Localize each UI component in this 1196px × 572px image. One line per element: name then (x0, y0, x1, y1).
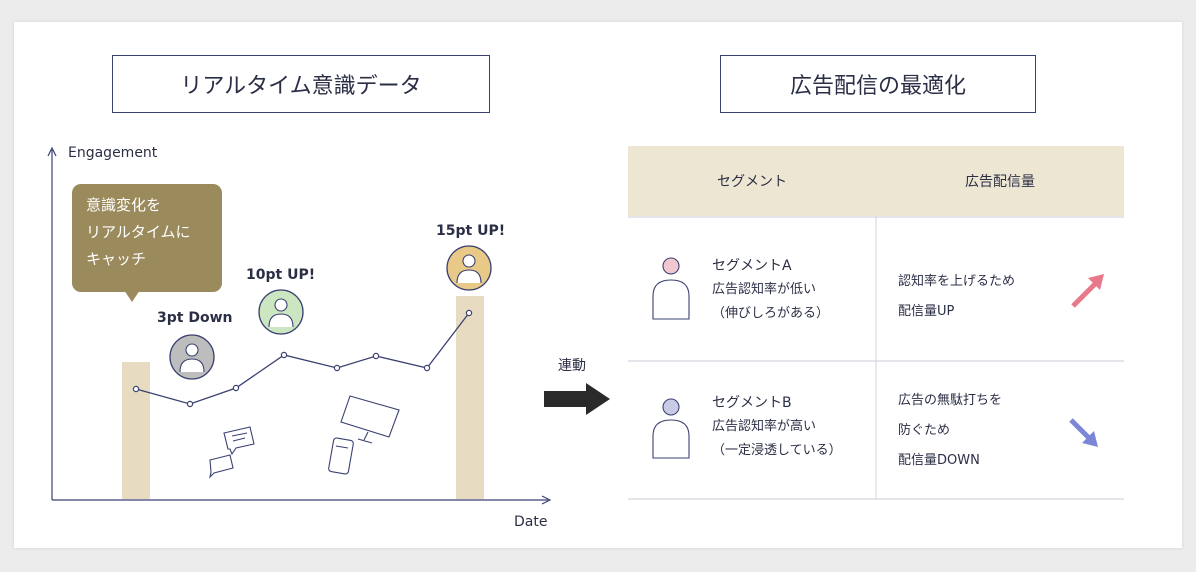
highlight-bar-left (122, 362, 150, 499)
chat-bubble-icon (223, 426, 255, 456)
link-arrow-icon (544, 383, 610, 415)
table-header: セグメント 広告配信量 (628, 146, 1124, 216)
segment-a-text: セグメントA 広告認知率が低い （伸びしろがある） (712, 254, 829, 326)
delivery-a-line-1: 認知率を上げるため (898, 274, 1016, 289)
x-axis-arrow-icon (541, 495, 552, 505)
monitor-icon (340, 395, 400, 444)
engagement-line (135, 312, 470, 405)
y-axis-label: Engagement (68, 145, 158, 161)
segment-a-desc-1: 広告認知率が低い (712, 282, 817, 297)
insight-line-2: リアルタイムに (86, 223, 191, 241)
callout-10pt-up: 10pt UP! (246, 267, 316, 283)
line-point (333, 364, 341, 372)
segment-a-name: セグメントA (712, 258, 792, 274)
header-segment: セグメント (717, 174, 787, 190)
line-point (423, 364, 431, 372)
segment-b-text: セグメントB 広告認知率が高い （一定浸透している） (712, 391, 842, 463)
line-point (186, 400, 194, 408)
y-axis-arrow-icon (47, 146, 57, 157)
callout-15pt-up: 15pt UP! (436, 223, 506, 239)
trend-down-arrow-icon (1069, 418, 1098, 447)
segment-b-person-icon (652, 398, 690, 459)
line-point (232, 384, 240, 392)
insight-line-3: キャッチ (86, 250, 147, 268)
line-point (372, 352, 380, 360)
trend-up-arrow-icon (1071, 274, 1104, 308)
delivery-b-line-2: 防ぐため (898, 423, 951, 438)
person-avatar-gold (446, 245, 492, 291)
x-axis-label: Date (514, 514, 548, 530)
person-avatar-green (258, 289, 304, 335)
delivery-b-text: 広告の無駄打ちを 防ぐため 配信量DOWN (898, 386, 1002, 476)
segment-b-name: セグメントB (712, 395, 792, 411)
segment-b-desc-1: 広告認知率が高い (712, 419, 817, 434)
message-icon (209, 454, 234, 479)
link-label: 連動 (558, 358, 586, 374)
line-point (280, 351, 288, 359)
left-section-title: リアルタイム意識データ (112, 55, 490, 113)
delivery-a-line-2: 配信量UP (898, 304, 955, 319)
callout-3pt-down: 3pt Down (157, 310, 233, 326)
insight-line-1: 意識変化を (86, 196, 162, 214)
smartphone-icon (328, 437, 354, 475)
segment-a-person-icon (652, 257, 690, 320)
person-avatar-gray (169, 334, 215, 380)
segment-a-desc-2: （伸びしろがある） (712, 306, 830, 321)
segment-b-desc-2: （一定浸透している） (712, 443, 842, 458)
header-delivery: 広告配信量 (965, 174, 1035, 190)
line-point (132, 385, 140, 393)
delivery-b-line-1: 広告の無駄打ちを (898, 393, 1003, 408)
delivery-a-text: 認知率を上げるため 配信量UP (898, 267, 1015, 327)
insight-callout: 意識変化を リアルタイムに キャッチ (72, 184, 222, 292)
highlight-bar-right (456, 296, 484, 499)
insight-callout-tail (124, 290, 140, 302)
right-section-title: 広告配信の最適化 (720, 55, 1036, 113)
line-point (465, 309, 473, 317)
delivery-b-line-3: 配信量DOWN (898, 453, 980, 468)
